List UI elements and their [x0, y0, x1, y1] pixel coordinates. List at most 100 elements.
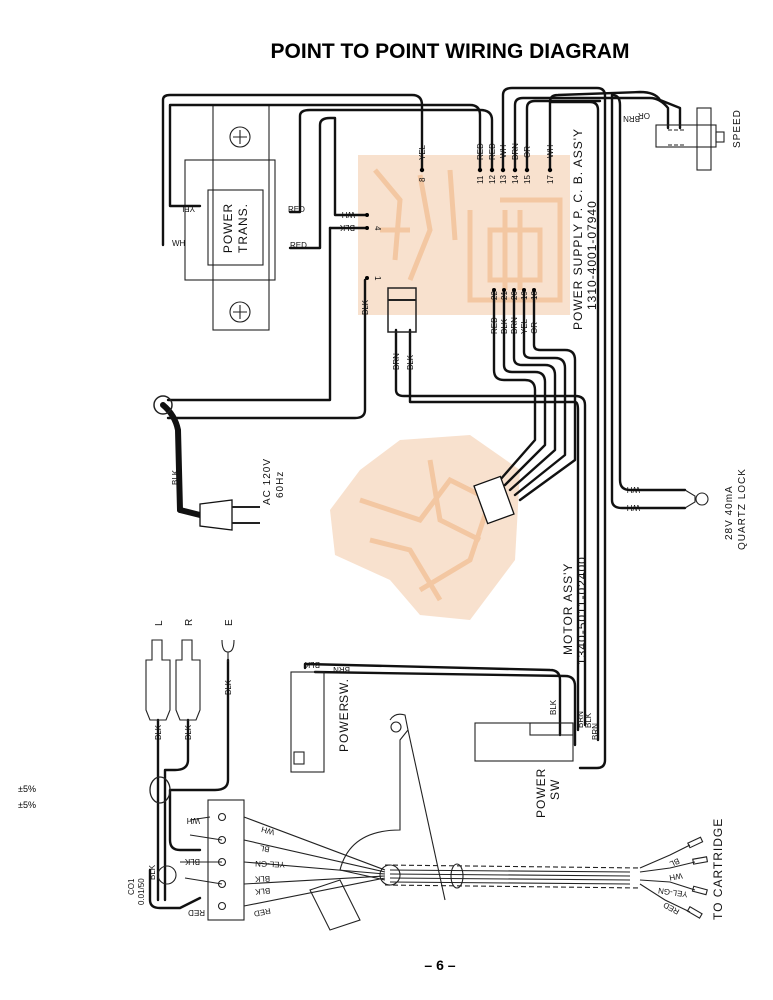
- pin-number: 15: [523, 175, 532, 184]
- capacitor-block: BRN BLK: [387, 287, 417, 370]
- motor-label: MOTOR ASS'Y: [561, 563, 575, 655]
- power-switch-left[interactable]: BLK BRN POWER SW.: [290, 660, 351, 773]
- ac-plug: BLK AC 120V 60Hz: [153, 395, 286, 531]
- pin-number: 1: [373, 276, 382, 281]
- wire-label: BLK: [184, 857, 200, 866]
- wire-label: BRN: [511, 143, 520, 160]
- wire-label: WH: [546, 144, 555, 158]
- power-transformer: POWER TRANS. YEL RED WH RED: [172, 104, 307, 331]
- wire-label: RED: [488, 143, 497, 160]
- ac-label: 60Hz: [275, 471, 286, 498]
- wire-label: BL: [259, 843, 271, 854]
- to-cartridge-label: TO CARTRIDGE: [711, 818, 725, 920]
- wire-label: YEL: [418, 144, 427, 160]
- wire-label: BLK: [584, 712, 593, 728]
- wire-label: BRN: [392, 353, 401, 370]
- page-title: POINT TO POINT WIRING DIAGRAM: [271, 40, 630, 63]
- wire-label: WH: [260, 825, 275, 837]
- pin-number: 14: [511, 175, 520, 184]
- wire-label: BLK: [549, 699, 558, 715]
- wire-label: BLK: [304, 660, 320, 669]
- lamp-label: 28V 40mA: [724, 485, 735, 540]
- power-switch-label: SW.: [337, 678, 351, 703]
- pcb-bottom-pins: 22 21 20 19 18 RED BLK BRN YEL OR: [490, 288, 539, 334]
- power-switch-right[interactable]: BLK BRN BLK BRN POWER SW: [474, 699, 600, 818]
- wire-label: RED: [290, 241, 307, 250]
- pcb-top-pins: YEL 8 RED 11 RED 12 WH 13 BRN 14 OR 15 W…: [418, 143, 555, 184]
- wire-label: BLK: [154, 724, 163, 740]
- wire-label: RED: [490, 317, 499, 334]
- motor-part-number: 1340-5011-02400: [575, 556, 589, 665]
- jack-label-l: L: [154, 619, 165, 626]
- wire-label: BLK: [148, 864, 157, 880]
- pin-number: 11: [476, 175, 485, 184]
- pin-number: 19: [520, 291, 529, 300]
- co1-capacitor-label: CO1 0.01/50 BLK: [127, 864, 157, 905]
- cartridge-leads: BL WH YEL-GN RED TO CARTRIDGE: [639, 818, 725, 920]
- wire-label: RED: [253, 906, 272, 918]
- pin-number: 8: [418, 177, 427, 182]
- wire-label: YEL-GN: [255, 859, 285, 869]
- co1-label: CO1: [127, 878, 136, 895]
- wire-label: RED: [476, 143, 485, 160]
- pcb-part-number: 1310-4001-07940: [585, 200, 599, 310]
- wire-label: WH: [172, 239, 186, 248]
- wire-label: BRN: [510, 317, 519, 334]
- margin-note: ±5%: [18, 784, 36, 794]
- wire-label: YEL: [520, 318, 529, 334]
- wire-label: BLK: [184, 724, 193, 740]
- motor-pcb: [330, 435, 520, 620]
- wire-label: OR: [523, 146, 532, 158]
- quartz-lock-lamp: WH WH 28V 40mA QUARTZ LOCK: [626, 468, 748, 550]
- power-switch-label: POWER: [534, 768, 548, 818]
- wire-label: WH: [341, 210, 355, 219]
- tonearm: [309, 713, 641, 931]
- wire-label: WH: [668, 871, 683, 882]
- terminal-strip: WH WH BL YEL-GN BLK BLK BLK RED RED: [157, 799, 386, 921]
- wires: [148, 86, 687, 910]
- wire-label: RED: [288, 205, 305, 214]
- wire-label: BLK: [224, 679, 233, 695]
- wire-label: WH: [626, 485, 640, 494]
- wire-label: BRN: [591, 723, 600, 740]
- wire-label: WH: [186, 816, 200, 825]
- ac-label: AC 120V: [262, 458, 273, 505]
- power-switch-label: POWER: [337, 702, 351, 752]
- pin-number: 21: [500, 291, 509, 300]
- transformer-label: POWER: [221, 203, 235, 253]
- wire-label: WH: [626, 503, 640, 512]
- wire-label: OR: [638, 111, 650, 120]
- motor-connector: MOTOR ASS'Y 1340-5011-02400: [473, 475, 589, 665]
- jack-label-r: R: [184, 618, 195, 626]
- wire-label: BLK: [254, 874, 270, 884]
- wire-label: YEL: [179, 204, 195, 213]
- wire-label: RED: [188, 908, 205, 917]
- pin-number: 17: [546, 175, 555, 184]
- wire-label: YEL-GN: [657, 886, 688, 899]
- page-number: – 6 –: [424, 957, 455, 973]
- wire-label: BLK: [339, 223, 355, 232]
- wire-label: BLK: [500, 318, 509, 334]
- pcb-name: POWER SUPPLY P. C. B. ASS'Y: [571, 128, 585, 330]
- pin-number: 22: [490, 291, 499, 300]
- wire-label: WH: [499, 144, 508, 158]
- wire-label: BRN: [623, 114, 640, 123]
- wire-label: BLK: [361, 299, 370, 315]
- pin-number: 4: [373, 226, 382, 231]
- jack-label-e: E: [224, 618, 235, 626]
- lamp-label: QUARTZ LOCK: [737, 468, 748, 550]
- power-switch-label: SW: [548, 779, 562, 800]
- wire-label: BLK: [406, 354, 415, 370]
- wire-label: OR: [530, 322, 539, 334]
- speed-label: SPEED: [732, 109, 743, 148]
- speed-switch[interactable]: OR BRN SPEED: [623, 107, 743, 171]
- pin-number: 13: [499, 175, 508, 184]
- co1-value: 0.01/50: [137, 878, 146, 905]
- pin-number: 18: [530, 291, 539, 300]
- transformer-label: TRANS.: [236, 203, 250, 253]
- wire-label: BRN: [576, 711, 585, 728]
- output-jacks: L R E BLK BLK BLK: [145, 618, 235, 804]
- margin-note: ±5%: [18, 800, 36, 810]
- pcb-side-pins: BLK 4 WH 1 BLK: [339, 210, 382, 315]
